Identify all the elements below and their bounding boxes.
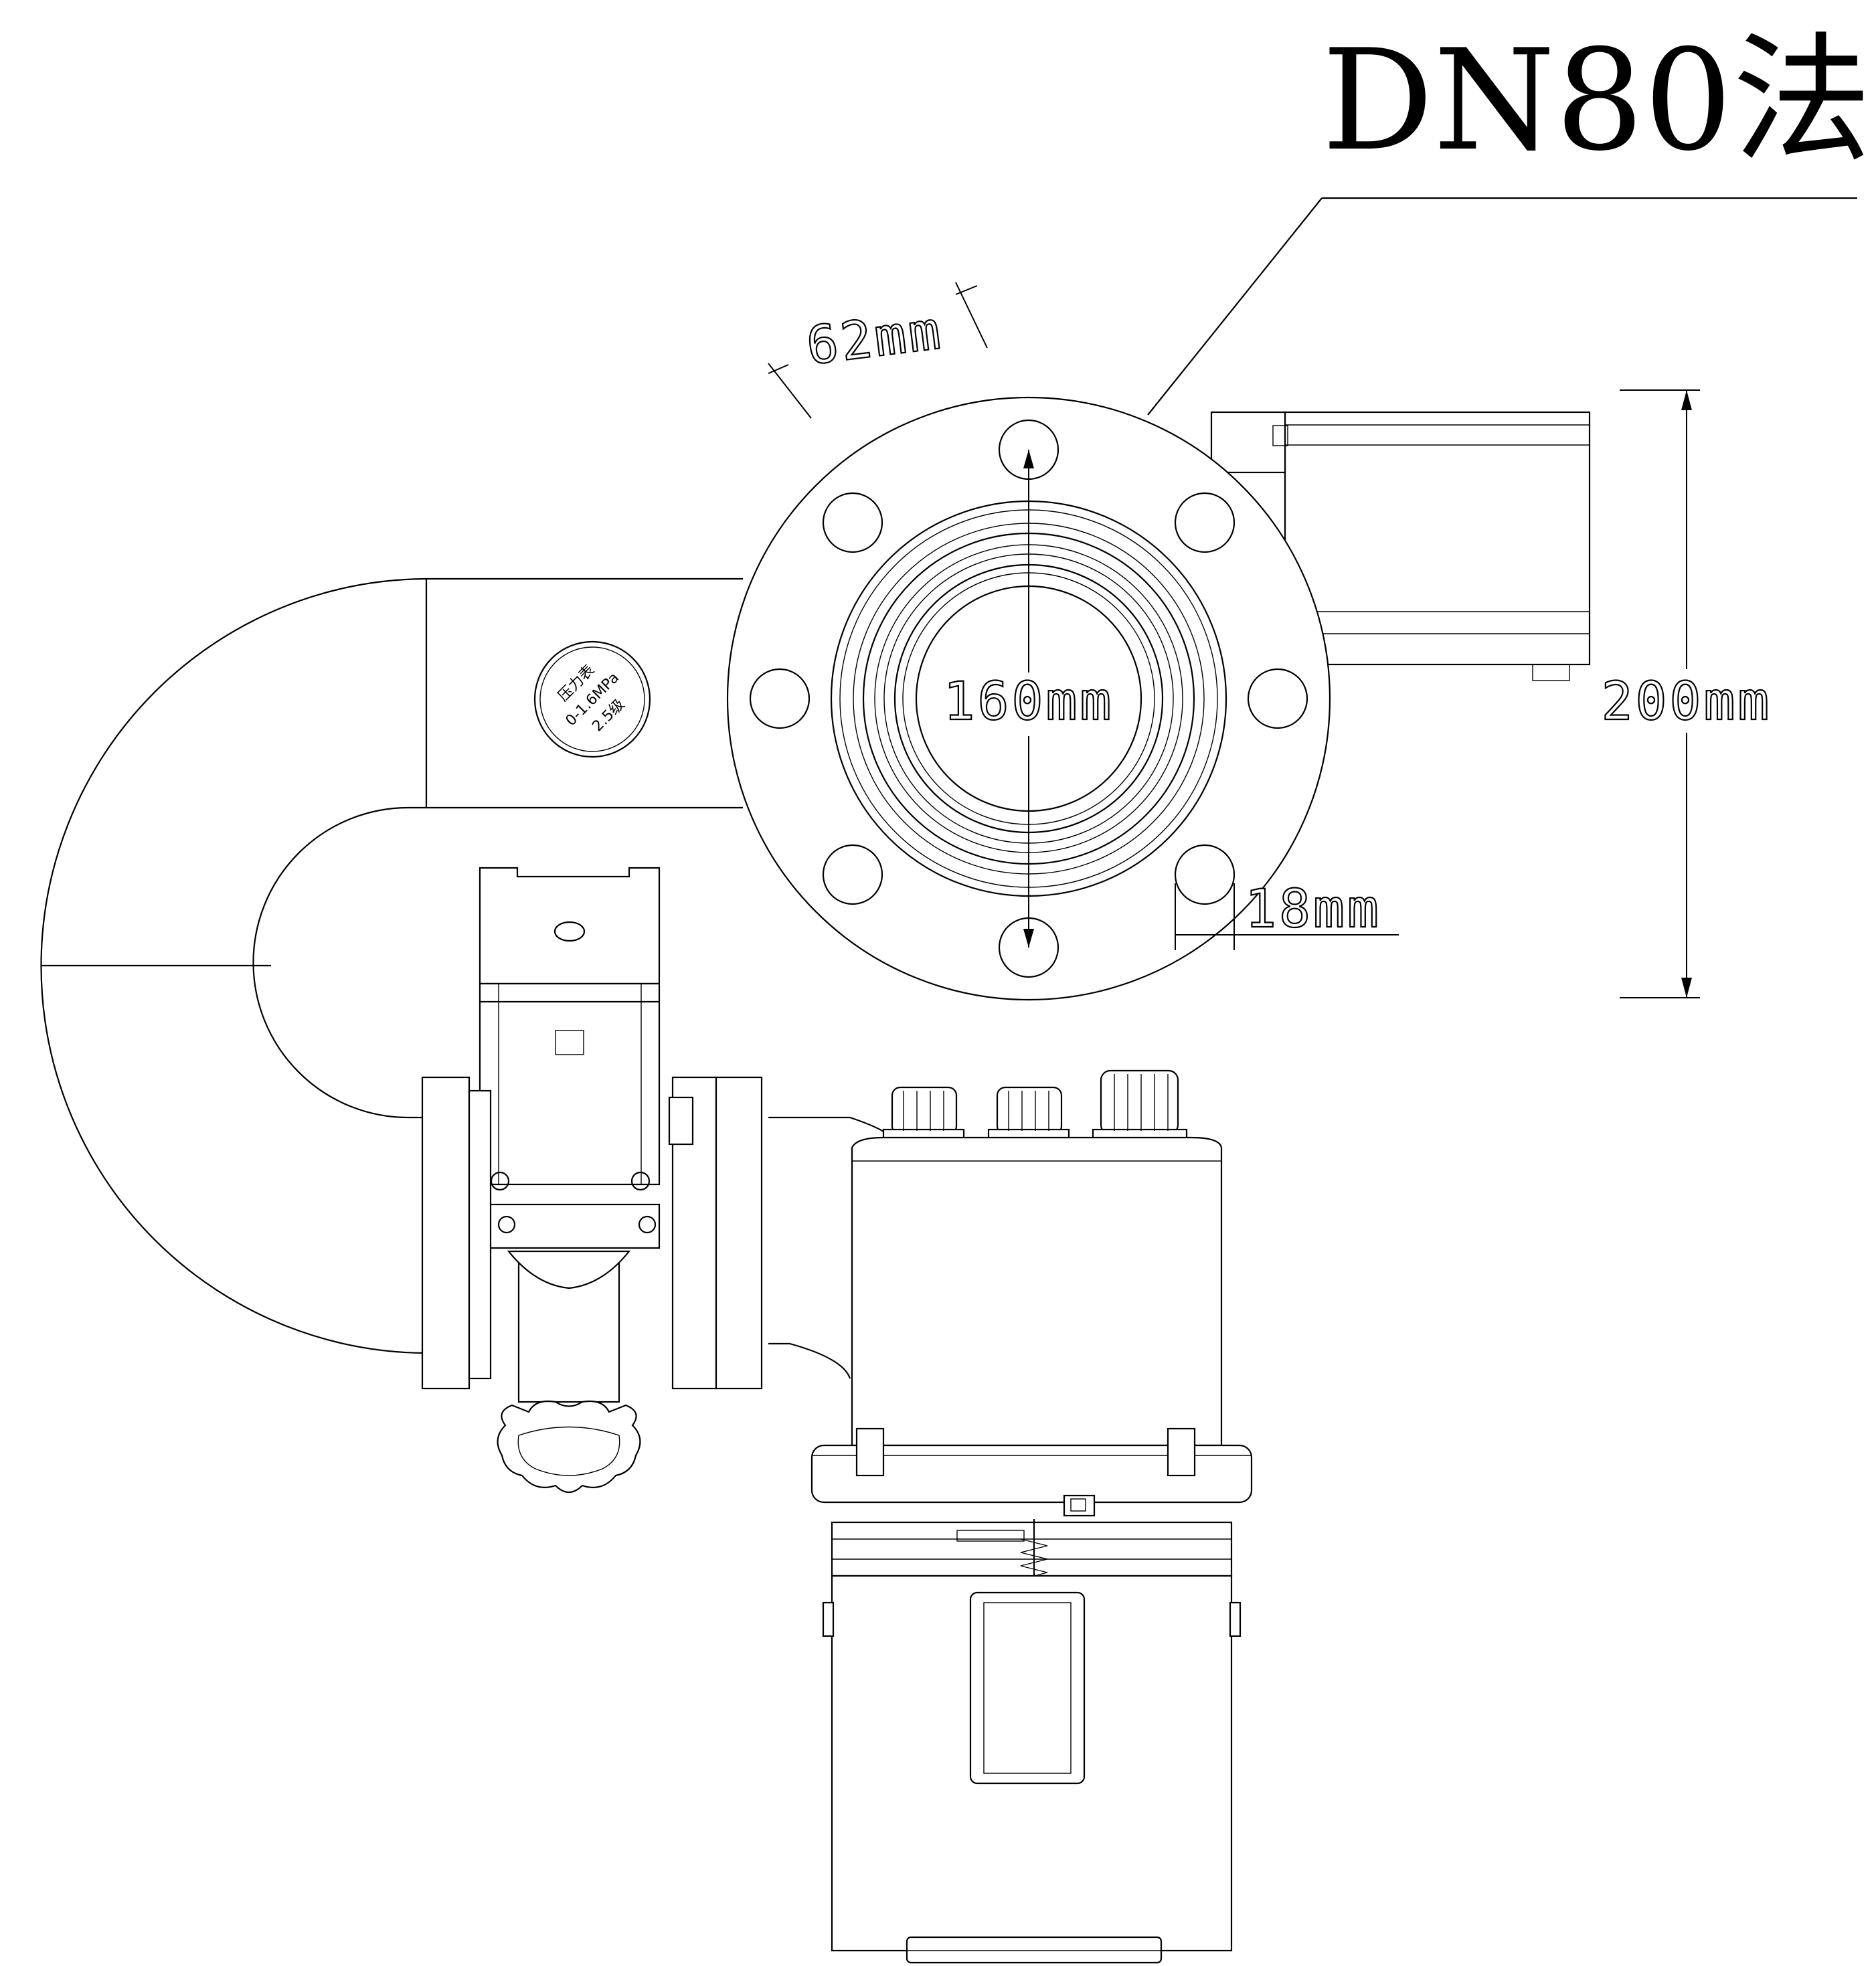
cable-gland-3	[1092, 1069, 1188, 1144]
gear-actuator-box	[1210, 411, 1591, 681]
u-pipe-elbow	[40, 577, 895, 1379]
dimension-offset-label: 62mm	[803, 300, 946, 377]
dimension-hole-label: 18mm	[1245, 879, 1381, 940]
cable-gland-2	[987, 1086, 1070, 1144]
bolt-hole-top-left	[822, 492, 883, 553]
bolt-hole-top-right	[1174, 492, 1235, 553]
dimension-bolt-hole: 18mm	[1175, 879, 1399, 950]
dimension-height-label: 200mm	[1602, 672, 1772, 732]
bolt-hole-bottom-left	[822, 844, 883, 905]
electric-actuator	[811, 1069, 1253, 1964]
bolt-hole-right	[1247, 668, 1308, 729]
dimension-overall-height: 200mm	[1600, 389, 1772, 998]
bolt-hole-bottom-right	[1174, 844, 1235, 905]
dimension-bolt-offset: 62mm	[768, 282, 988, 419]
title-leader-line	[1147, 197, 1857, 416]
pressure-gauge: 压力表 0-1.6MPa 2.5级	[533, 640, 651, 758]
bolt-hole-left	[749, 668, 811, 729]
cable-gland-1	[882, 1086, 965, 1144]
dimension-bore-label: 160mm	[944, 672, 1114, 732]
drawing-title: DN80法兰	[1322, 20, 1876, 182]
manual-valve	[421, 867, 763, 1494]
dimension-bore: 160mm	[942, 450, 1114, 948]
